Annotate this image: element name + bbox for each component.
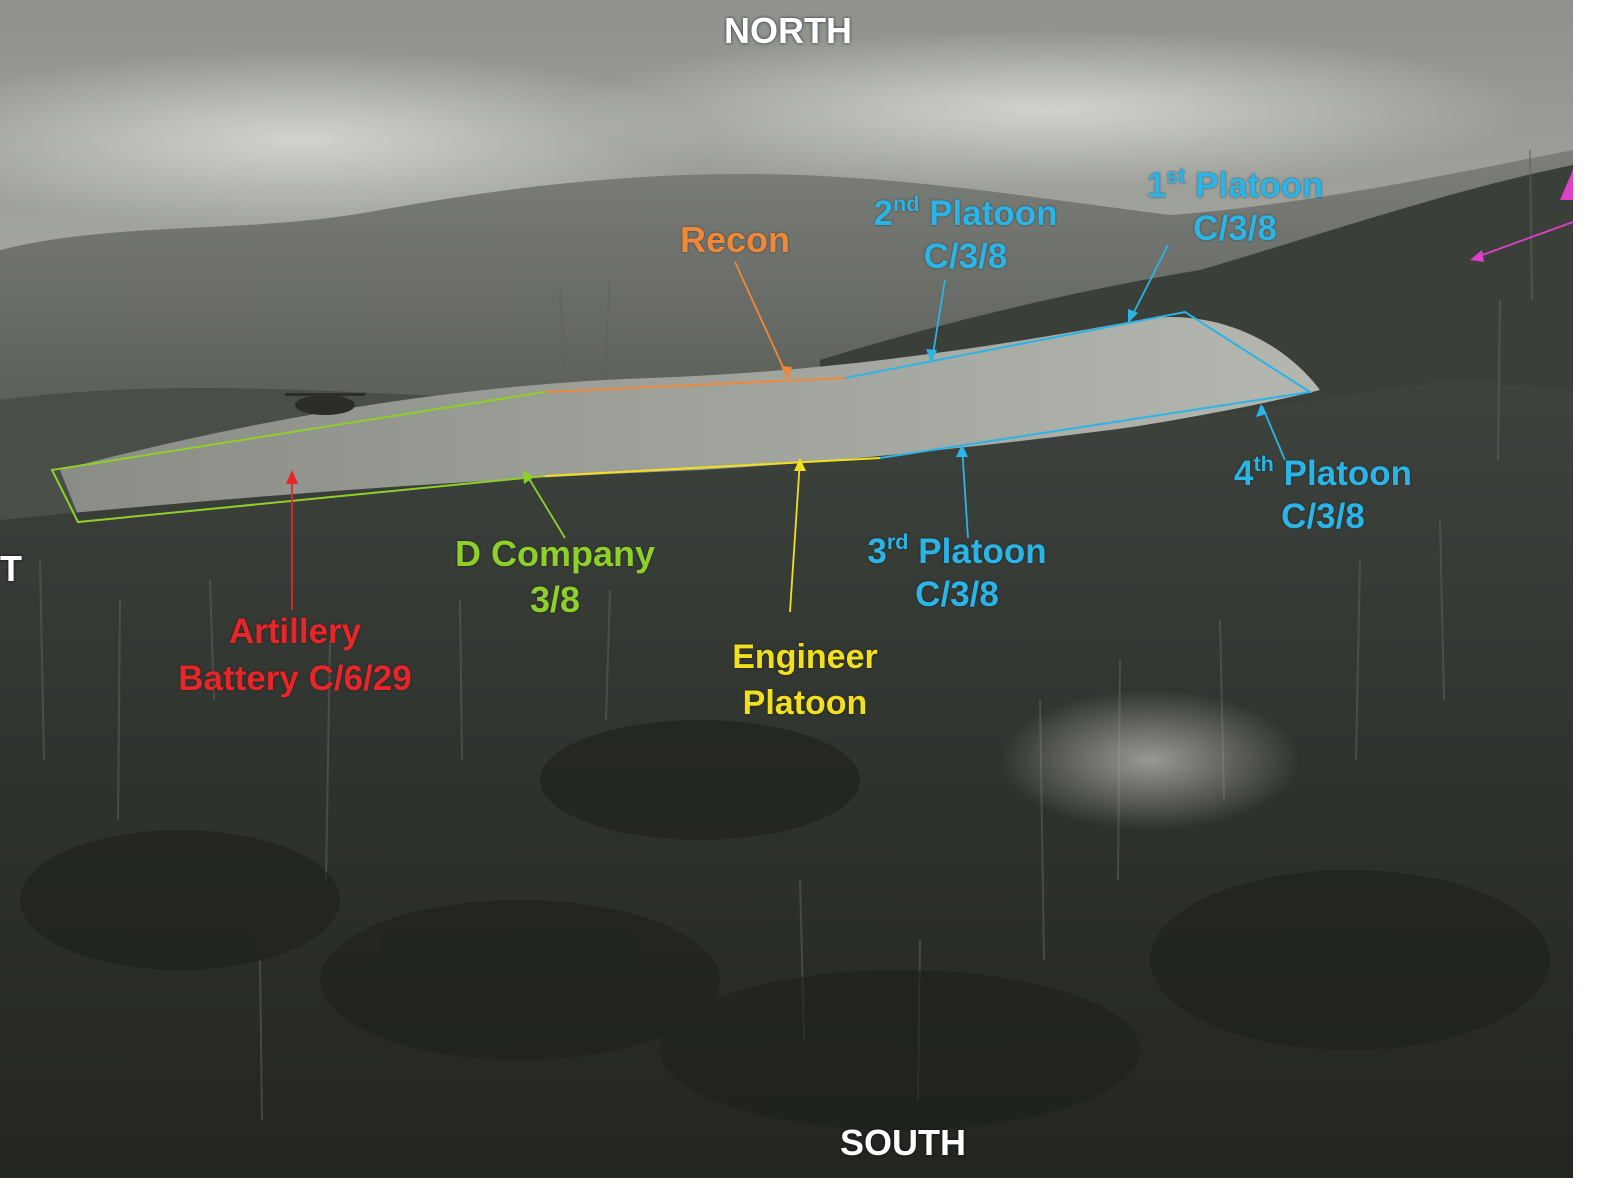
artillery-label: Artillery Battery C/6/29 [150, 614, 440, 696]
compass-south-label: SOUTH [840, 1122, 966, 1163]
platoon3-ordinal: 3 [867, 532, 887, 571]
platoon1-unit: C/3/8 [1193, 209, 1277, 248]
platoon2-label: 2nd Platoon C/3/8 [858, 193, 1073, 276]
aerial-photograph [0, 0, 1573, 1178]
compass-west-fragment-label: T [0, 548, 22, 589]
artillery-label-line1: Artillery [228, 612, 362, 651]
platoon4-unit: C/3/8 [1281, 497, 1365, 536]
dcompany-label-line2: 3/8 [529, 579, 581, 620]
engineer-label-line2: Platoon [742, 684, 868, 722]
platoon3-label: 3rd Platoon C/3/8 [852, 531, 1062, 614]
platoon1-label: 1st Platoon C/3/8 [1130, 165, 1340, 248]
platoon3-unit: C/3/8 [915, 575, 999, 614]
artillery-label-line2: Battery C/6/29 [178, 659, 412, 698]
compass-north-label: NORTH [724, 10, 852, 51]
platoon1-suffix: st [1166, 162, 1186, 188]
platoon1-label-title: 1st Platoon [1130, 165, 1340, 205]
platoon1-ordinal: 1 [1146, 166, 1167, 205]
dcompany-label: D Company 3/8 [440, 536, 670, 618]
platoon4-label-title: 4th Platoon [1218, 453, 1428, 493]
platoon2-unit: C/3/8 [923, 237, 1008, 276]
platoon3-suffix: rd [886, 528, 909, 554]
platoon4-ordinal: 4 [1233, 454, 1254, 493]
platoon2-ordinal: 2 [873, 194, 893, 233]
platoon2-label-title: 2nd Platoon [858, 193, 1073, 233]
platoon3-name: Platoon [918, 532, 1047, 571]
platoon1-name: Platoon [1195, 166, 1324, 205]
platoon2-name: Platoon [929, 194, 1058, 233]
platoon4-label: 4th Platoon C/3/8 [1218, 453, 1428, 536]
platoon4-name: Platoon [1283, 454, 1412, 493]
dcompany-label-line1: D Company [454, 533, 656, 574]
engineer-label: Engineer Platoon [715, 640, 895, 720]
recon-label: Recon [680, 222, 790, 258]
platoon2-suffix: nd [892, 190, 920, 216]
platoon3-label-title: 3rd Platoon [852, 531, 1062, 571]
recon-label-text: Recon [680, 219, 791, 260]
platoon4-suffix: th [1253, 450, 1274, 476]
engineer-label-line1: Engineer [732, 638, 878, 676]
